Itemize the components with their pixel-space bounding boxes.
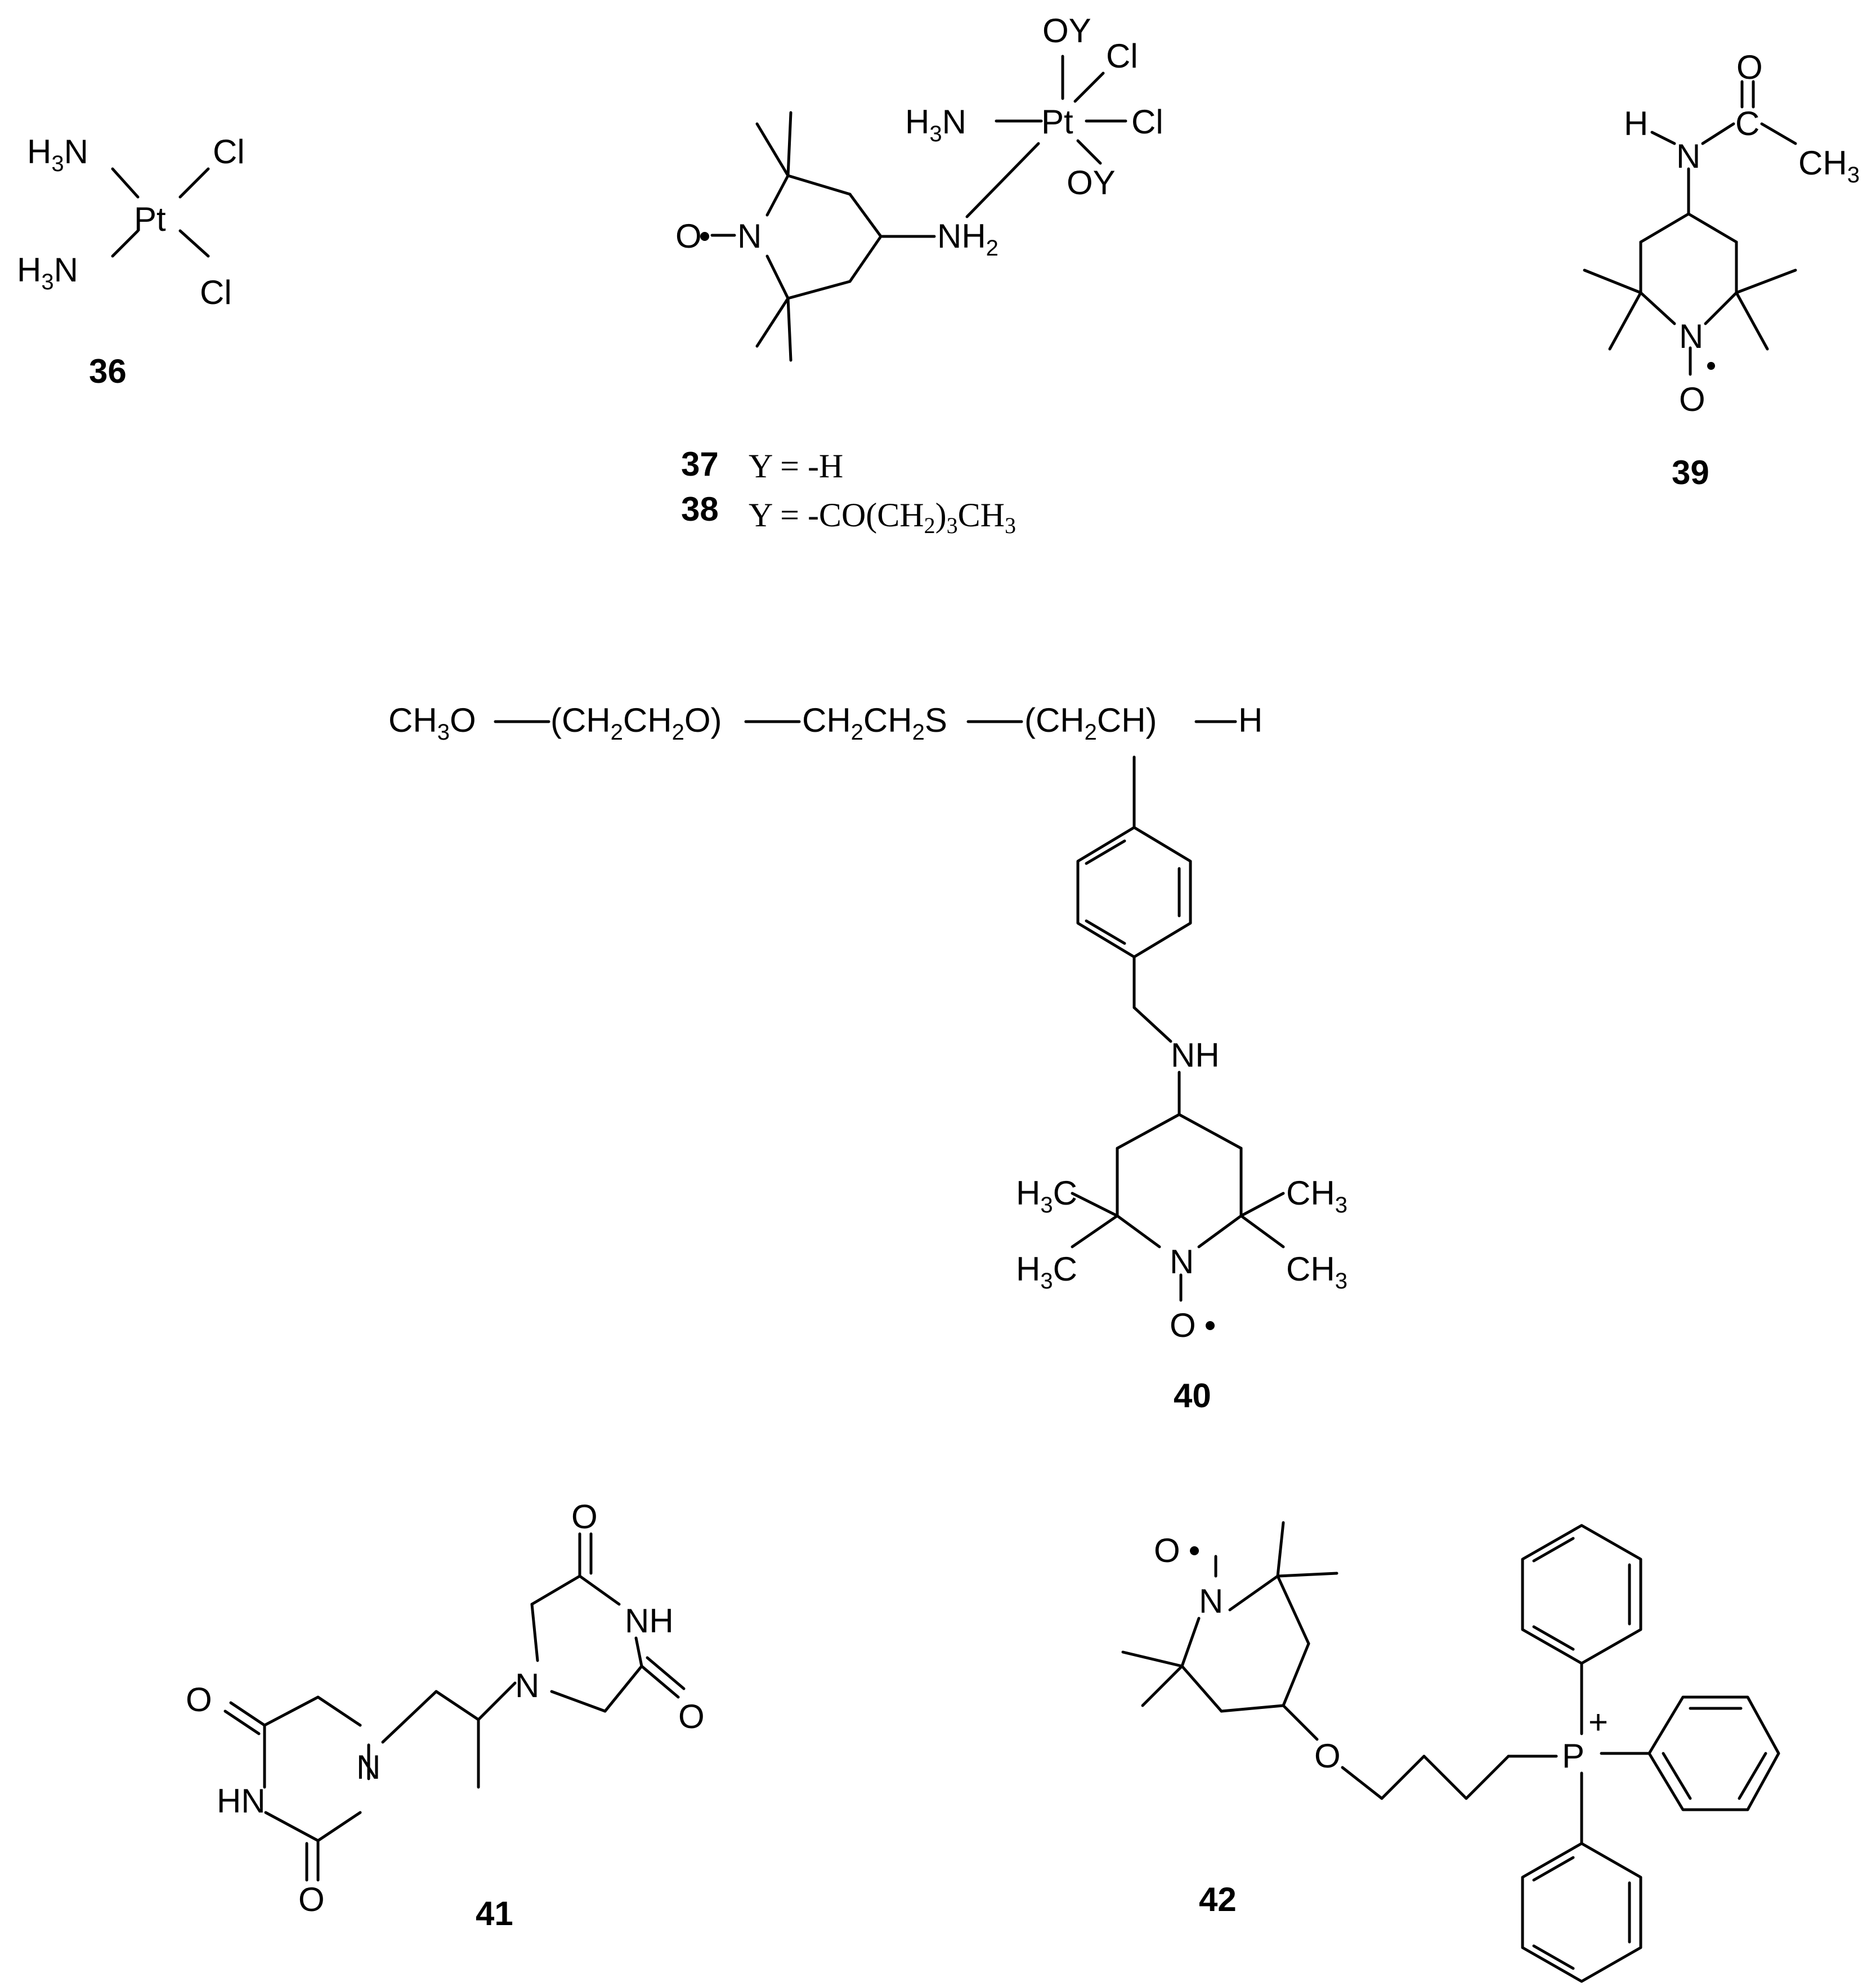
substituent-definition-38: Y = -CO(CH2)3CH3 — [749, 496, 1016, 538]
atom-n: N — [1199, 1582, 1223, 1620]
atom-pt: Pt — [1041, 103, 1073, 141]
polymer-seg-ch3o: CH3O — [388, 701, 476, 745]
substituent-definition-37: Y = -H — [749, 447, 843, 485]
atom-h3n: H3N — [905, 103, 966, 146]
polymer-seg-h: H — [1238, 701, 1262, 739]
atom-n: N — [356, 1748, 380, 1786]
atom-o: O — [1314, 1737, 1341, 1775]
atom-h3c: H3C — [1016, 1174, 1077, 1218]
atom-oy: OY — [1067, 164, 1116, 202]
atom-o: O — [298, 1881, 325, 1918]
radical-dot — [1206, 1321, 1215, 1330]
atom-n: N — [515, 1667, 539, 1704]
polymer-seg-ch2ch: (CH2CH) — [1024, 701, 1157, 745]
compound-label-42: 42 — [1199, 1881, 1237, 1918]
compound-42-bonds — [1121, 1521, 1780, 1983]
atom-cl: Cl — [1106, 37, 1138, 75]
compound-39: H N C O CH3 N O 39 — [1583, 48, 1860, 491]
compound-37-bonds — [710, 55, 1127, 362]
compound-label-39: 39 — [1672, 454, 1709, 491]
atom-o-radical: O — [675, 217, 702, 255]
compound-39-bonds — [1583, 80, 1797, 376]
radical-dot — [700, 232, 709, 241]
compound-36-bonds — [111, 167, 210, 258]
atom-h3n: H3N — [27, 133, 88, 176]
atom-oy: OY — [1042, 12, 1091, 50]
compound-41-bonds — [223, 1532, 686, 1882]
atom-ch3: CH3 — [1286, 1250, 1347, 1294]
atom-cl: Cl — [1131, 103, 1163, 141]
compound-40: CH3O (CH2CH2O) CH2CH2S (CH2CH) H — [388, 701, 1347, 1415]
atom-h: H — [1624, 105, 1648, 142]
atom-n: N — [737, 217, 762, 255]
atom-o: O — [1736, 48, 1763, 86]
radical-dot — [1707, 362, 1715, 370]
atom-o: O — [571, 1498, 598, 1536]
compound-label-41: 41 — [476, 1895, 513, 1932]
atom-nh2: NH2 — [937, 217, 999, 261]
polymer-seg-ch2ch2s: CH2CH2S — [802, 701, 947, 745]
compound-label-38: 38 — [681, 490, 719, 528]
compound-label-36: 36 — [89, 352, 127, 390]
atom-h3n: H3N — [17, 251, 78, 294]
atom-ch3: CH3 — [1286, 1174, 1347, 1218]
atom-o: O — [678, 1698, 705, 1735]
atom-c: C — [1735, 105, 1759, 142]
atom-o: O — [186, 1681, 212, 1719]
atom-o-radical: O — [1154, 1532, 1180, 1569]
radical-dot — [1190, 1546, 1199, 1555]
atom-nh: NH — [1171, 1036, 1220, 1074]
atom-cl: Cl — [213, 133, 245, 171]
atom-hn: HN — [217, 1782, 266, 1820]
atom-n: N — [1679, 317, 1703, 355]
compound-41: O N HN O N O NH O 41 — [186, 1498, 705, 1932]
phosphonium-charge: + — [1588, 1703, 1608, 1741]
atom-cl: Cl — [200, 274, 232, 311]
compound-37-38: O N NH2 H3N Pt OY Cl Cl OY 37 Y = -H 38 … — [675, 12, 1163, 538]
atom-n: N — [1170, 1243, 1194, 1281]
compound-label-40: 40 — [1174, 1377, 1211, 1415]
atom-o: O — [1679, 381, 1705, 418]
atom-n: N — [1676, 137, 1700, 175]
atom-pt: Pt — [134, 200, 166, 238]
atom-p: P — [1562, 1737, 1584, 1775]
atom-ch3: CH3 — [1798, 144, 1860, 187]
atom-h3c: H3C — [1016, 1250, 1077, 1294]
polymer-seg-peg: (CH2CH2O) — [550, 701, 722, 745]
atom-nh: NH — [625, 1602, 674, 1640]
compound-40-bonds — [1071, 755, 1285, 1302]
compound-36: H3N H3N Pt Cl Cl 36 — [17, 133, 245, 390]
atom-o-radical: O — [1170, 1306, 1196, 1344]
compound-label-37: 37 — [681, 445, 719, 483]
compound-42: O N O P + 42 — [1121, 1521, 1780, 1983]
